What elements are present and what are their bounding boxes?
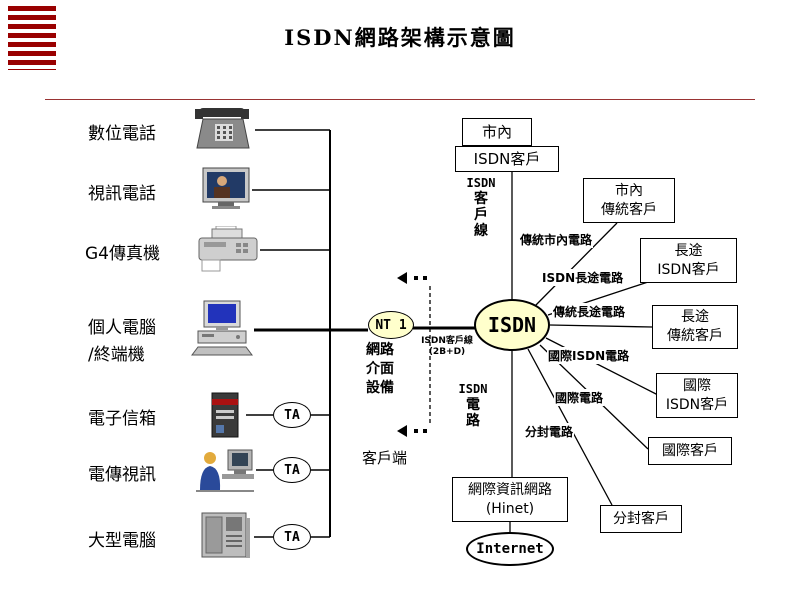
internet-node: Internet [466, 532, 554, 566]
label-intl-isdn-circuit: 國際ISDN電路 [547, 347, 631, 364]
title-divider [45, 99, 755, 100]
box-toll-isdn-line2: ISDN客戶 [657, 261, 720, 278]
isdn-circuit-label: ISDN 電 路 [450, 381, 496, 429]
box-city-isdn-customer: ISDN客戶 [455, 146, 559, 172]
nt1-node: NT 1 [368, 311, 414, 339]
page-title: ISDN網路架構示意圖 [284, 25, 516, 50]
videotex-icon [194, 446, 256, 492]
boundary-arrow-bottom-icon [397, 425, 427, 437]
box-intl-customer: 國際客戶 [648, 437, 732, 465]
isdn-circuit-char-2: 路 [466, 413, 480, 429]
subscriber-line-char-3: 線 [474, 223, 488, 239]
nt1-description: 網路 介面 設備 [366, 341, 394, 398]
box-packet-customer: 分封客戶 [600, 505, 682, 533]
box-toll-trad-line1: 長途 [681, 309, 709, 325]
device-label-pc: 個人電腦 [88, 318, 156, 338]
nt1-desc-line1: 網路 [366, 342, 394, 358]
label-intl-circuit: 國際電路 [554, 389, 605, 406]
device-label-email: 電子信箱 [88, 409, 156, 429]
digital-phone-icon [193, 106, 253, 152]
isdn-circuit-char-0: ISDN [458, 382, 488, 396]
box-intl-isdn-line1: 國際 [683, 377, 711, 394]
label-isdn-toll-circuit: ISDN長途電路 [541, 269, 625, 286]
ta-node-mainframe: TA [273, 524, 311, 550]
subscriber-line-char-0: ISDN [466, 176, 496, 190]
device-label-g4-fax: G4傳真機 [85, 244, 160, 264]
nt1-desc-line3: 設備 [366, 380, 394, 396]
bri-line-label: ISDN客戶線 [421, 336, 473, 346]
bri-note: ISDN客戶線 (2B+D) [420, 336, 474, 358]
mail-server-icon [206, 392, 246, 438]
isdn-subscriber-line-label: ISDN 客 戶 線 [458, 175, 504, 239]
box-intl-isdn-customer: 國際 ISDN客戶 [656, 373, 738, 418]
mainframe-icon [198, 510, 254, 562]
box-hinet-line2: (Hinet) [485, 500, 535, 517]
box-toll-isdn-customer: 長途 ISDN客戶 [640, 238, 737, 283]
boundary-arrow-top-icon [397, 272, 427, 284]
bri-spec-label: (2B+D) [428, 347, 466, 357]
ta-node-videotex: TA [273, 457, 311, 483]
device-stub-lines [246, 129, 330, 538]
box-city-trad-line2: 傳統客戶 [601, 201, 657, 218]
device-label-digital-phone: 數位電話 [88, 124, 156, 144]
isdn-circuit-char-1: 電 [466, 397, 480, 413]
device-label-video-phone: 視訊電話 [88, 184, 156, 204]
isdn-node: ISDN [474, 299, 550, 351]
flag-decoration [8, 6, 56, 70]
box-hinet-line1: 網際資訊網路 [468, 481, 552, 498]
label-trad-city-circuit: 傳統市內電路 [519, 231, 594, 248]
box-intl-isdn-line2: ISDN客戶 [665, 396, 729, 413]
ta-node-email: TA [273, 402, 311, 428]
box-city-trad-line1: 市內 [615, 182, 643, 199]
box-toll-trad-line2: 傳統客戶 [667, 328, 723, 344]
device-label-mainframe: 大型電腦 [88, 531, 156, 551]
label-trad-toll-circuit: 傳統長途電路 [552, 303, 627, 320]
box-toll-trad-customer: 長途 傳統客戶 [652, 305, 738, 349]
label-packet-circuit: 分封電路 [524, 423, 575, 440]
box-city: 市內 [462, 118, 532, 146]
subscriber-line-char-2: 戶 [474, 207, 488, 223]
device-label-videotex: 電傳視訊 [88, 465, 156, 485]
box-toll-isdn-line1: 長途 [674, 242, 703, 259]
box-hinet: 網際資訊網路 (Hinet) [452, 477, 568, 522]
video-phone-icon [200, 166, 252, 210]
g4-fax-icon [196, 225, 260, 272]
customer-side-label: 客戶端 [362, 449, 408, 467]
personal-computer-icon [190, 300, 254, 356]
subscriber-line-char-1: 客 [474, 191, 488, 207]
nt1-desc-line2: 介面 [366, 361, 394, 377]
box-city-trad-customer: 市內 傳統客戶 [583, 178, 675, 223]
device-label-terminal: /終端機 [88, 345, 145, 365]
